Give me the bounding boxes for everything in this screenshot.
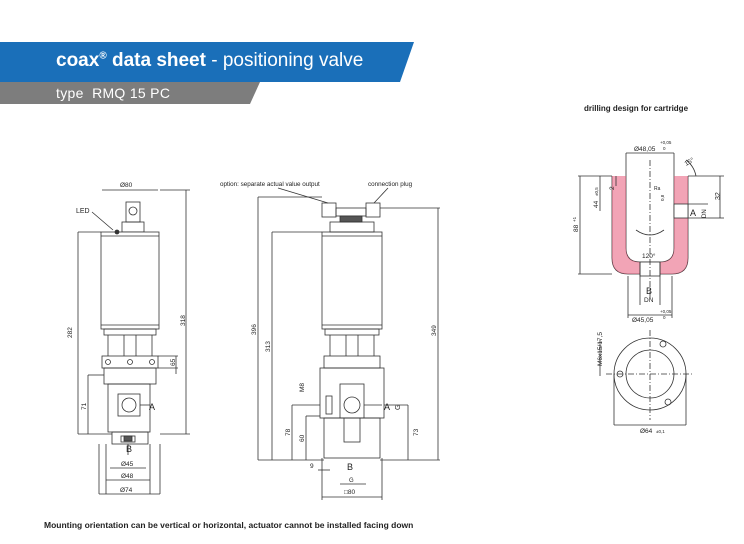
dr-ra: Ra: [654, 186, 661, 192]
d2-h-73: 73: [413, 428, 420, 436]
dr-port-a: A: [690, 208, 696, 218]
product-name: data sheet: [111, 50, 206, 71]
dr-port-dn2: DN: [644, 297, 654, 304]
header-subbanner: [0, 82, 260, 104]
header-banner: [0, 42, 414, 82]
dr-tol-bot-lo: 0: [663, 315, 666, 320]
d1-port-b: B: [126, 444, 132, 454]
d2-port-g: G: [395, 405, 402, 410]
d1-port-a: A: [149, 402, 155, 412]
d1-dia-45: Ø45: [121, 461, 134, 468]
fl-dia-64: Ø64: [640, 428, 653, 435]
valve-side-view: [257, 187, 440, 500]
d1-led-label: LED: [76, 208, 90, 215]
product-variant: positioning valve: [222, 50, 364, 71]
dr-tol-bot-hi: +0,05: [660, 309, 672, 314]
d2-port-a: A: [384, 402, 390, 412]
title-separator: -: [205, 50, 223, 71]
dr-angle: 15°: [683, 156, 696, 168]
fl-tol-64: ±0,1: [656, 429, 665, 434]
dr-h-32: 32: [715, 192, 722, 200]
d2-plug-note: connection plug: [368, 181, 413, 188]
d1-dia-top: Ø80: [120, 182, 133, 189]
d2-square: □80: [344, 489, 356, 496]
dr-dia-bot: Ø45,05: [632, 317, 654, 324]
valve-front-view: [77, 189, 190, 495]
d1-h-total: 318: [180, 315, 187, 326]
d1-h-small: 65: [170, 358, 177, 366]
drilling-section: [578, 152, 724, 318]
d1-dia-48: Ø48: [121, 473, 134, 480]
dr-h-44: 44: [593, 200, 600, 208]
d2-h-total: 396: [251, 324, 258, 335]
dr-tol-top-hi: +0,05: [660, 140, 672, 145]
footer-note: Mounting orientation can be vertical or …: [44, 520, 414, 530]
d2-h-right: 349: [431, 325, 438, 336]
d2-m8: M8: [299, 383, 306, 392]
dr-angle-120: 120°: [642, 252, 656, 260]
d2-h-78: 78: [285, 428, 292, 436]
dr-h-88: 88: [573, 224, 580, 232]
d2-option-note: option: separate actual value output: [220, 181, 320, 188]
dr-tol-44: ±0,5: [594, 187, 599, 196]
dr-h-2: 2: [609, 186, 616, 190]
flange-top-view: [599, 330, 694, 426]
d2-w-9: 9: [310, 463, 314, 470]
d2-h-60: 60: [299, 434, 306, 442]
dr-port-b: B: [646, 286, 652, 296]
d2-h-mid: 313: [265, 341, 272, 352]
page-subtitle: type RMQ 15 PC: [56, 85, 170, 101]
brand-name: coax: [56, 50, 100, 71]
dr-ra-val: 0,8: [660, 194, 665, 201]
dr-tol-88: +1: [572, 216, 577, 222]
dr-tol-top-lo: 0: [663, 146, 666, 151]
type-value: RMQ 15 PC: [92, 85, 171, 101]
dr-port-dn: DN: [702, 209, 708, 218]
fl-thread: M6x15/17,5: [597, 332, 604, 366]
registered-mark: ®: [99, 50, 107, 62]
drilling-title: drilling design for cartridge: [584, 104, 689, 113]
d2-port-b: B: [347, 462, 353, 472]
drawing-labels: Ø80 LED 318 282 65 71 A B Ø45 Ø48 Ø74 op…: [67, 140, 722, 496]
dr-dia-top: Ø48,05: [634, 146, 656, 153]
d1-h-upper: 282: [67, 327, 74, 338]
d2-port-g2: G: [349, 478, 354, 484]
d1-h-lower: 71: [81, 402, 88, 410]
type-label: type: [56, 85, 84, 101]
d1-dia-74: Ø74: [120, 487, 133, 494]
page-title: coax® data sheet - positioning valve: [56, 50, 363, 72]
